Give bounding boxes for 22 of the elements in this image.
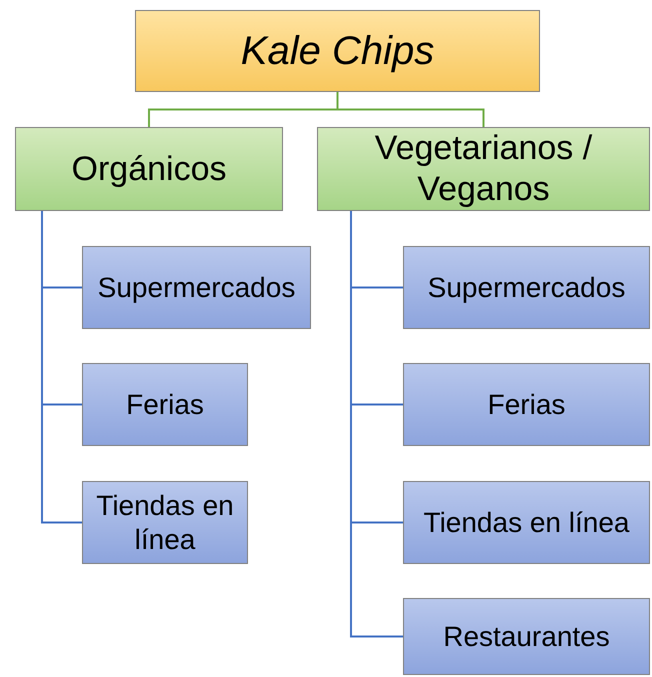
node-label: Ferias <box>486 388 566 422</box>
title-box <box>135 10 540 92</box>
node-label: Supermercados <box>96 270 296 304</box>
connector-line <box>41 211 82 524</box>
node-label: Tiendas en línea <box>95 488 235 556</box>
node-label: Kale Chips <box>240 28 436 75</box>
node-label: Vegetarianos / Veganos <box>374 128 594 210</box>
channel-box <box>82 246 311 329</box>
node-label: Ferias <box>125 388 205 422</box>
node-label: Restaurantes <box>442 620 611 654</box>
channel-box <box>403 246 650 329</box>
category-box <box>317 127 650 211</box>
channel-box <box>82 363 248 446</box>
node-label: Tiendas en línea <box>422 506 630 540</box>
channel-box <box>82 481 248 564</box>
node-label: Supermercados <box>426 270 626 304</box>
channel-box <box>403 481 650 564</box>
node-label: Orgánicos <box>70 148 228 190</box>
channel-box <box>403 598 650 675</box>
channel-box <box>403 363 650 446</box>
category-box <box>15 127 283 211</box>
connector-line <box>336 92 484 127</box>
